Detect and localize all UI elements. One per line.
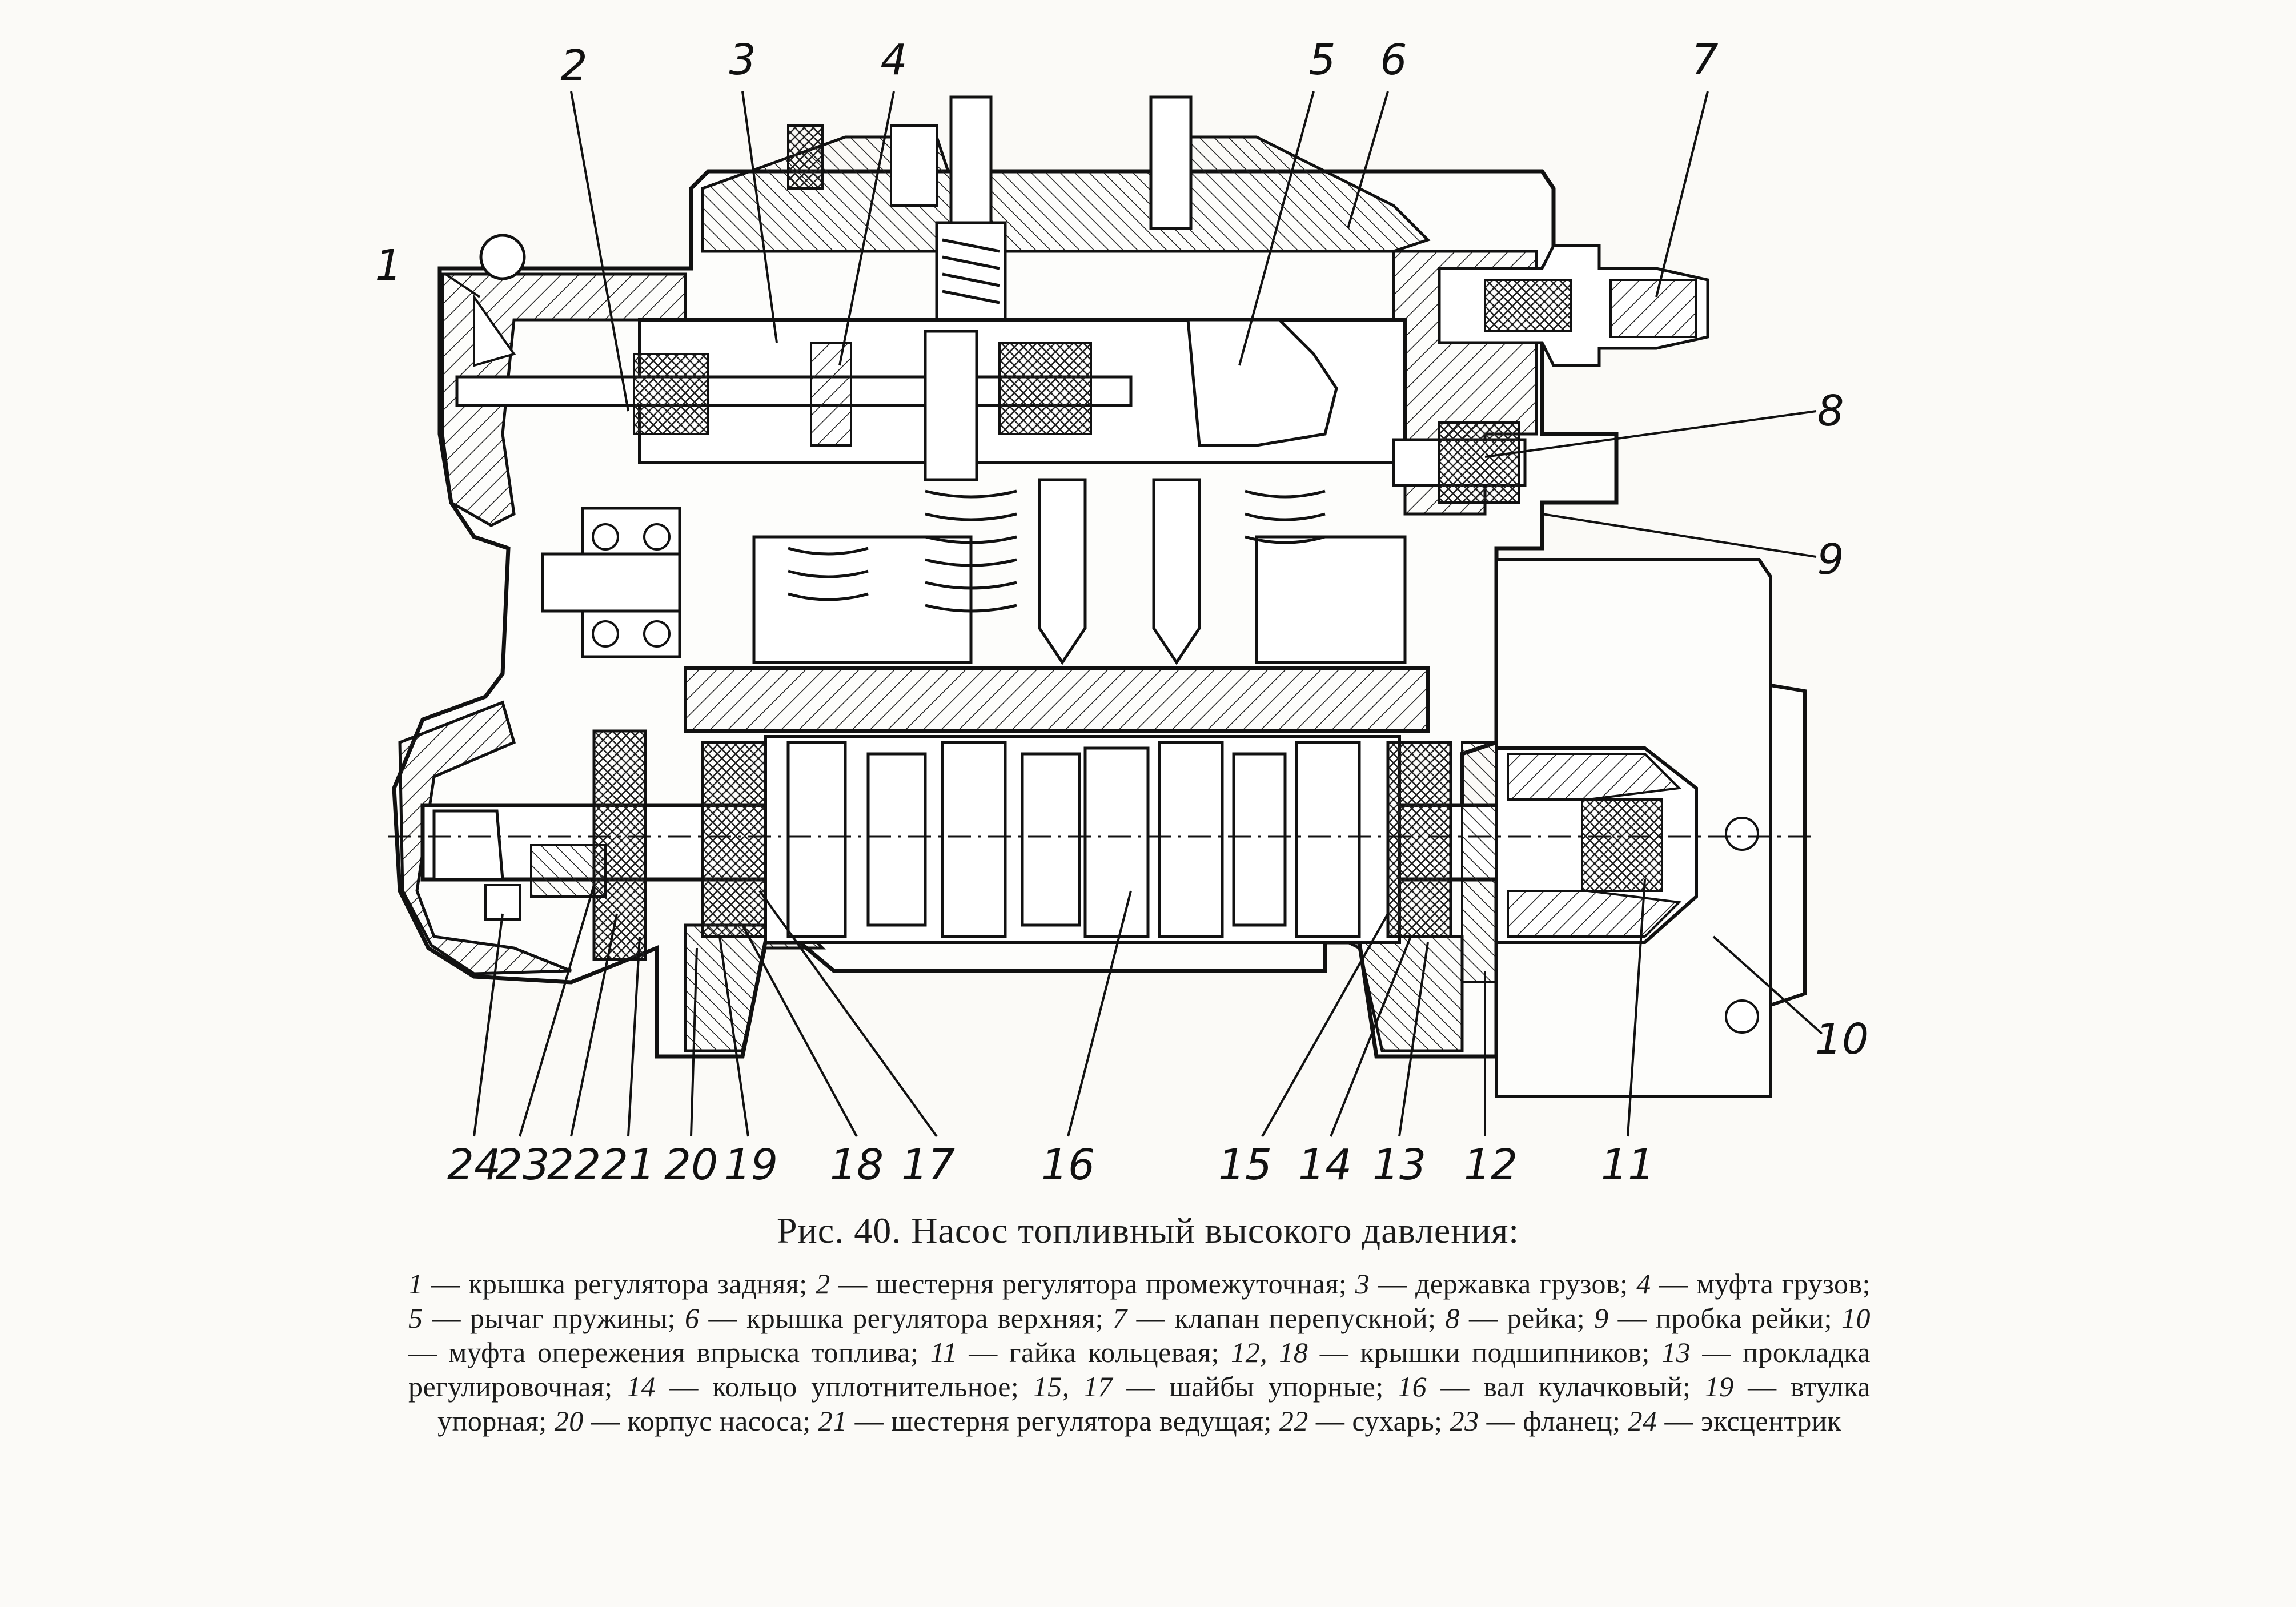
- legend-item-number: 5: [408, 1302, 423, 1334]
- legend-item: 16 — вал кулачковый;: [1398, 1371, 1705, 1403]
- callout-leaders: [444, 91, 1823, 1138]
- legend-item-number: 6: [684, 1302, 700, 1334]
- legend-item: 14 — кольцо уплотнительное;: [627, 1371, 1033, 1403]
- legend-item: 22 — сухарь;: [1279, 1405, 1450, 1437]
- legend-item-text: — сухарь;: [1308, 1405, 1450, 1437]
- callout-6: 6: [1380, 35, 1407, 85]
- legend-item-text: — шестерня регулятора ведущая;: [847, 1405, 1279, 1437]
- legend-item-text: — прокладка регулировочная;: [408, 1336, 1870, 1403]
- legend-item-number: 19: [1704, 1371, 1734, 1403]
- legend-item-text: — муфта опережения впрыска топлива;: [408, 1336, 930, 1368]
- legend-item-number: 23: [1450, 1405, 1479, 1437]
- legend-item-text: — рейка;: [1460, 1302, 1595, 1334]
- legend-item-number: 3: [1355, 1268, 1370, 1300]
- legend-item-number: 21: [818, 1405, 848, 1437]
- legend-item-number: 12, 18: [1231, 1336, 1308, 1368]
- callout-21: 21: [601, 1140, 655, 1190]
- legend-item-number: 22: [1279, 1405, 1308, 1437]
- legend-item-text: — фланец;: [1479, 1405, 1628, 1437]
- legend-item: 9 — пробка рейки;: [1594, 1302, 1841, 1334]
- legend-item-text: — корпус насоса;: [583, 1405, 818, 1437]
- legend-item-number: 1: [408, 1268, 423, 1300]
- legend-item-number: 7: [1113, 1302, 1127, 1334]
- legend-item-text: — вал кулачковый;: [1427, 1371, 1705, 1403]
- legend-item: 19 — втулка упорная;: [437, 1371, 1870, 1437]
- legend-item: 5 — рычаг пружины;: [408, 1302, 685, 1334]
- callout-16: 16: [1041, 1140, 1095, 1190]
- legend-item-text: — крышки подшипников;: [1308, 1336, 1662, 1368]
- legend-item-number: 9: [1594, 1302, 1609, 1334]
- callout-5: 5: [1308, 35, 1335, 85]
- legend-item-text: — шайбы упорные;: [1113, 1371, 1398, 1403]
- legend-item-text: — эксцентрик: [1657, 1405, 1841, 1437]
- legend-item-number: 4: [1636, 1268, 1651, 1300]
- legend-item: 13 — прокладка регулировочная;: [408, 1336, 1870, 1403]
- parts-legend: 1 — крышка регулятора задняя; 2 — шестер…: [408, 1267, 1870, 1438]
- legend-item-text: — втулка упорная;: [437, 1371, 1870, 1437]
- callout-7: 7: [1691, 35, 1718, 85]
- legend-item: 10 — муфта опережения впрыска топлива;: [408, 1302, 1870, 1368]
- callout-18: 18: [830, 1140, 884, 1190]
- callout-8: 8: [1817, 387, 1844, 436]
- legend-item: 1 — крышка регулятора задняя;: [408, 1268, 816, 1300]
- callout-22: 22: [547, 1140, 601, 1190]
- legend-item-text: — рычаг пружины;: [423, 1302, 685, 1334]
- legend-item: 7 — клапан перепускной;: [1113, 1302, 1445, 1334]
- legend-item-text: — гайка кольцевая;: [957, 1336, 1231, 1368]
- legend-item-text: — шестерня регулятора промежуточная;: [830, 1268, 1355, 1300]
- legend-item: 12, 18 — крышки подшипников;: [1231, 1336, 1661, 1368]
- legend-item: 2 — шестерня регулятора промежуточная;: [816, 1268, 1355, 1300]
- legend-item: 24 — эксцентрик: [1628, 1405, 1841, 1437]
- legend-item-text: — кольцо уплотнительное;: [656, 1371, 1033, 1403]
- callout-23: 23: [496, 1140, 549, 1190]
- legend-item: 21 — шестерня регулятора ведущая;: [818, 1405, 1279, 1437]
- callout-11: 11: [1601, 1140, 1655, 1190]
- legend-item-number: 2: [816, 1268, 830, 1300]
- legend-item: 8 — рейка;: [1446, 1302, 1595, 1334]
- callout-2: 2: [560, 41, 587, 90]
- callout-19: 19: [724, 1140, 778, 1190]
- legend-item-text: — муфта грузов;: [1651, 1268, 1871, 1300]
- legend-item-text: — крышка регулятора верхняя;: [699, 1302, 1113, 1334]
- callout-14: 14: [1298, 1140, 1352, 1190]
- callout-4: 4: [880, 35, 907, 85]
- legend-item-number: 15, 17: [1033, 1371, 1113, 1403]
- legend-item-number: 8: [1445, 1302, 1460, 1334]
- callout-10: 10: [1815, 1015, 1869, 1064]
- callout-numbers: 1 2 3 4 5 6 7 8 9 10 11 12 13 14 15 16 1…: [375, 35, 1869, 1190]
- legend-item: 6 — крышка регулятора верхняя;: [685, 1302, 1113, 1334]
- figure-caption: Рис. 40. Насос топливный высокого давлен…: [776, 1210, 1520, 1251]
- callout-24: 24: [447, 1140, 501, 1190]
- callout-1: 1: [375, 241, 402, 290]
- legend-item: 11 — гайка кольцевая;: [930, 1336, 1231, 1368]
- legend-item-text: — клапан перепускной;: [1127, 1302, 1446, 1334]
- legend-item-number: 11: [930, 1336, 957, 1368]
- callout-17: 17: [901, 1140, 955, 1190]
- callout-9: 9: [1817, 535, 1844, 584]
- legend-item-text: — крышка регулятора задняя;: [423, 1268, 816, 1300]
- callout-12: 12: [1464, 1140, 1518, 1190]
- legend-item: 20 — корпус насоса;: [555, 1405, 818, 1437]
- callout-13: 13: [1372, 1140, 1426, 1190]
- legend-item: 15, 17 — шайбы упорные;: [1033, 1371, 1398, 1403]
- legend-item-number: 24: [1628, 1405, 1657, 1437]
- legend-item: 4 — муфта грузов;: [1636, 1268, 1870, 1300]
- legend-item-text: — пробка рейки;: [1608, 1302, 1841, 1334]
- legend-item-number: 14: [627, 1371, 656, 1403]
- legend-item: 23 — фланец;: [1450, 1405, 1628, 1437]
- legend-item-number: 16: [1398, 1371, 1427, 1403]
- callout-15: 15: [1218, 1140, 1272, 1190]
- legend-item-number: 10: [1841, 1302, 1870, 1334]
- legend-item-text: — державка грузов;: [1370, 1268, 1637, 1300]
- pump-housing: [392, 95, 1807, 1098]
- callout-20: 20: [664, 1140, 718, 1190]
- legend-item: 3 — державка грузов;: [1355, 1268, 1636, 1300]
- legend-item-number: 20: [554, 1405, 584, 1437]
- callout-3: 3: [729, 35, 756, 85]
- legend-item-number: 13: [1661, 1336, 1691, 1368]
